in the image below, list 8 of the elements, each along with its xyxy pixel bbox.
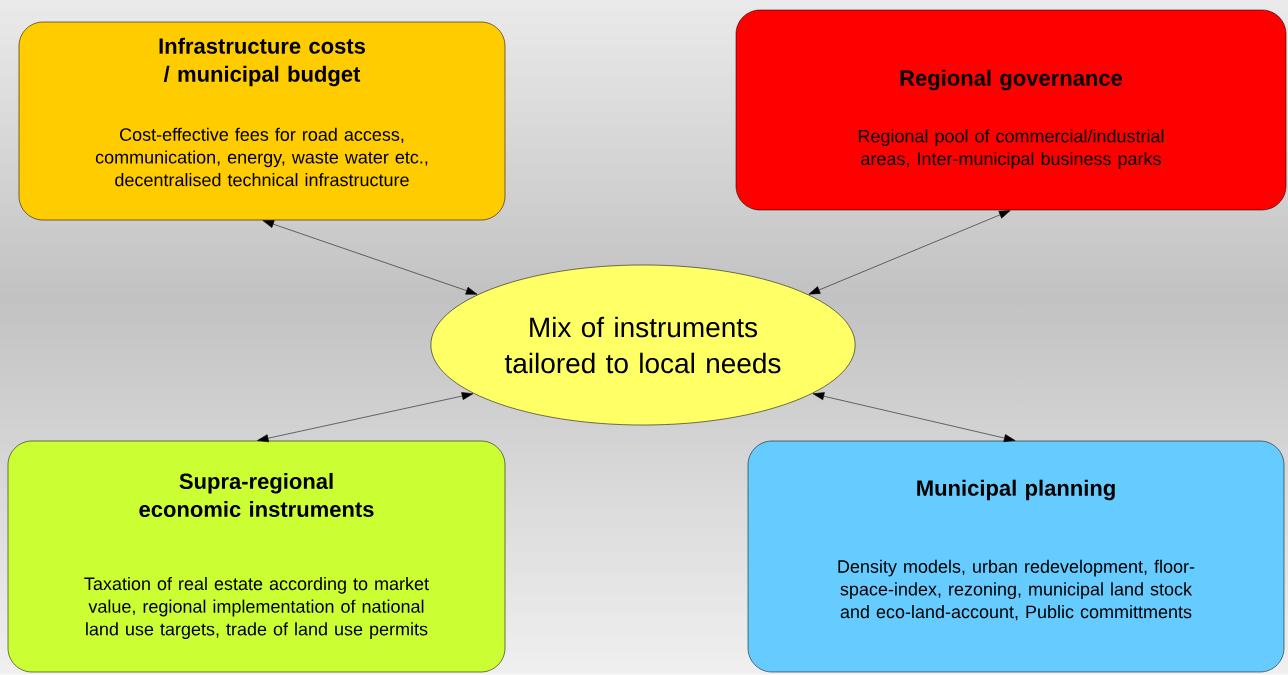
arrow <box>812 392 1016 442</box>
rounded-box: Infrastructure costs / municipal budget Cost-effective fees for road access, communication, energy, waste water etc., decentralised technical infrastructure <box>18 21 506 221</box>
arrow <box>808 210 1011 295</box>
rounded-box: Regional governance Regional pool of commercial/industrial areas, Inter-municipal business parks <box>735 9 1287 211</box>
rounded-box: Municipal planning Density models, urban redevelopment, floor-space-index, rezoning, municipal land stock and eco-land-account, Public committments <box>747 440 1285 673</box>
rounded-box: Supra-regional economic instruments Taxation of real estate according to market value, regional implementation of national land use targets, trade of land use permits <box>7 440 506 673</box>
arrow <box>262 220 478 295</box>
arrow <box>257 392 474 443</box>
